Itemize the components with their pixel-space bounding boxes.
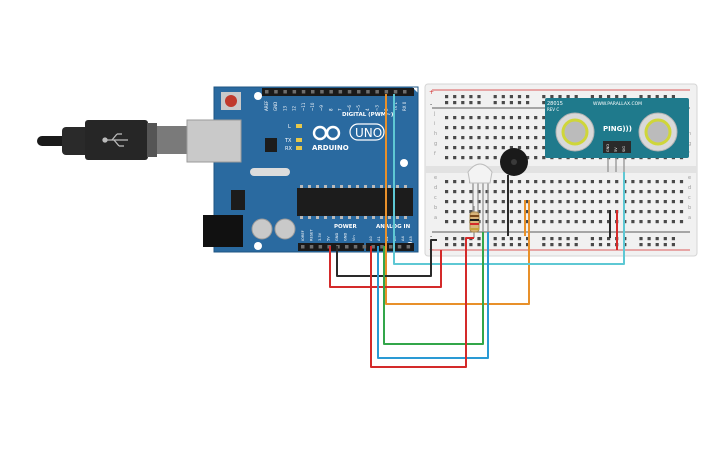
resistor [469, 206, 480, 238]
digital-pin-label: RX 0 [402, 101, 407, 111]
digital-pin-label: 4 [365, 108, 370, 111]
digital-pin-label: 8 [328, 108, 333, 111]
digital-pin-label: ~5 [356, 105, 361, 111]
digital-pin-label: ~9 [319, 105, 324, 111]
power-pin-label: 5V [327, 236, 331, 241]
power-pin-label: IOREF [301, 230, 305, 241]
row-letter: b [688, 205, 691, 211]
power-pin-label: RESET [310, 229, 314, 241]
wire-blue [377, 232, 489, 359]
row-letter: g [688, 141, 691, 147]
sensor-rev: REV C [547, 107, 559, 112]
row-letter: f [434, 151, 436, 157]
digital-pin-label: ~3 [374, 105, 379, 111]
brand-text: ARDUINO [312, 144, 349, 152]
led-label-rx: RX [285, 146, 292, 152]
power-pin-label: 3.3V [318, 232, 322, 241]
row-letter: h [434, 131, 437, 137]
rail-sign-minus-top: - [430, 101, 432, 108]
sensor-name: PING))) [603, 125, 632, 133]
reset-button[interactable] [225, 95, 237, 107]
row-letter: a [434, 215, 437, 221]
digital-pin-label: ~11 [301, 102, 306, 111]
row-letter: g [434, 141, 437, 147]
digital-pin-label: GND [273, 102, 278, 111]
power-pin-label: Vin [352, 235, 356, 241]
power-jack [203, 215, 243, 247]
sensor-website: WWW.PARALLAX.COM [593, 101, 642, 107]
analog-pin-label: A4 [401, 236, 405, 241]
row-letter: c [434, 195, 437, 201]
digital-pin-label: 7 [338, 108, 343, 111]
row-letter: e [688, 175, 691, 181]
wiring [329, 94, 625, 368]
power-pin-label: GND [344, 233, 348, 241]
row-letter: h [688, 131, 691, 137]
digital-pin-label: TX 1 [393, 102, 398, 112]
sensor-part-no: 28015 [547, 101, 563, 107]
sensor-pin-sig: SIG [622, 146, 626, 152]
digital-pin-label: 12 [292, 105, 297, 111]
digital-pin-label: AREF [264, 100, 269, 111]
model-text: UNO [355, 126, 382, 140]
power-label: POWER [334, 224, 358, 230]
usb-icon [102, 133, 128, 147]
digital-header [262, 88, 414, 96]
piezo-buzzer [500, 148, 528, 176]
row-letter: i [434, 121, 435, 127]
row-letter: a [688, 215, 691, 221]
analog-pin-label: A0 [369, 236, 373, 241]
led-label-tx: TX [284, 138, 292, 144]
row-letter: d [434, 185, 437, 191]
ping-ultrasonic-sensor: 28015 REV C WWW.PARALLAX.COM PING))) GND… [545, 98, 689, 172]
row-letter: b [434, 205, 437, 211]
wire-cyan [393, 94, 625, 265]
sensor-pin-5v: 5V [614, 147, 618, 152]
row-letter: c [688, 195, 691, 201]
sensor-pin-gnd: GND [606, 144, 610, 152]
wire-red-5v [329, 246, 442, 288]
wire-red-signal [370, 237, 474, 368]
arduino-logo-icon [312, 125, 341, 141]
wire-black-gnd [336, 239, 437, 277]
arduino-uno-board: L TX RX ARDUINO UNO DIGITAL (PWM~) POWER… [186, 86, 419, 253]
wire-orange [385, 94, 530, 305]
digital-pin-label: 13 [282, 105, 287, 111]
power-pin-label: GND [335, 233, 339, 241]
digital-pin-label: ~10 [310, 102, 315, 111]
row-letter: j [433, 111, 435, 117]
rail-sign-plus-top: + [429, 89, 434, 96]
analog-pin-label: A5 [409, 236, 413, 241]
usb-cable [37, 120, 187, 160]
digital-label: DIGITAL (PWM~) [342, 112, 394, 118]
usb-port [186, 119, 242, 163]
atmega-chip [297, 188, 413, 216]
analog-pin-label: A1 [377, 236, 381, 241]
wire-green [383, 232, 484, 345]
rgb-led [467, 163, 493, 232]
row-letter: e [434, 175, 437, 181]
digital-pin-label: ~6 [347, 105, 352, 111]
breadboard-jumpers [507, 175, 618, 250]
led-label-l: L [288, 124, 291, 130]
rail-sign-minus-bottom: - [430, 233, 432, 240]
row-letter: d [688, 185, 691, 191]
